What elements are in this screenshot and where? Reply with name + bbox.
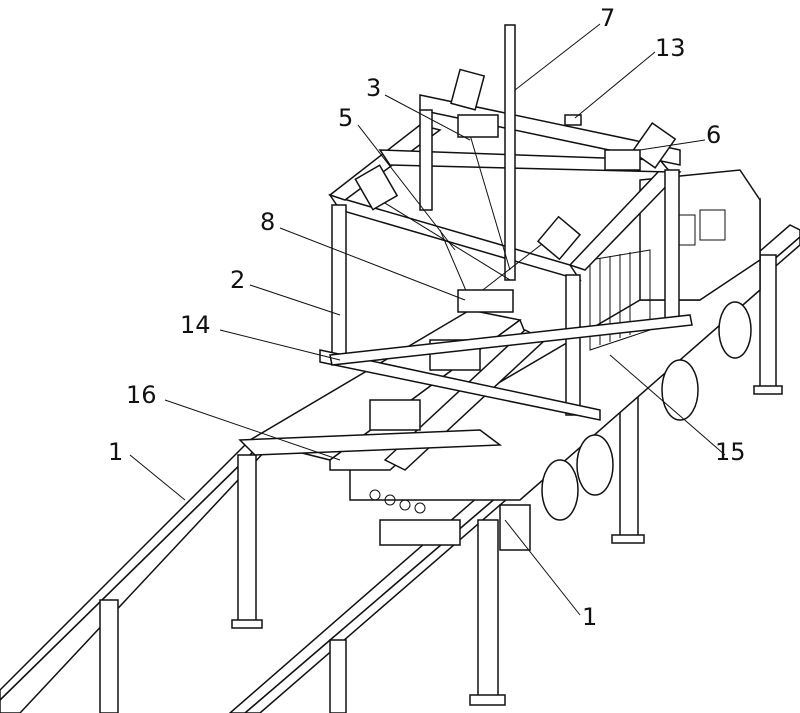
label-7: 7 xyxy=(600,4,615,32)
left-rail xyxy=(0,439,270,713)
label-3: 3 xyxy=(366,74,381,102)
label-15: 15 xyxy=(715,438,746,466)
label-1a: 1 xyxy=(108,438,123,466)
leader-lines xyxy=(129,23,726,616)
label-6: 6 xyxy=(706,121,721,149)
label-8: 8 xyxy=(260,208,275,236)
gantry-frame xyxy=(319,94,693,421)
label-16: 16 xyxy=(126,381,157,409)
label-13: 13 xyxy=(655,34,686,62)
mast-and-cameras xyxy=(354,24,677,313)
label-2: 2 xyxy=(230,266,245,294)
label-14: 14 xyxy=(180,311,211,339)
label-1b: 1 xyxy=(582,603,597,631)
label-5: 5 xyxy=(338,104,353,132)
